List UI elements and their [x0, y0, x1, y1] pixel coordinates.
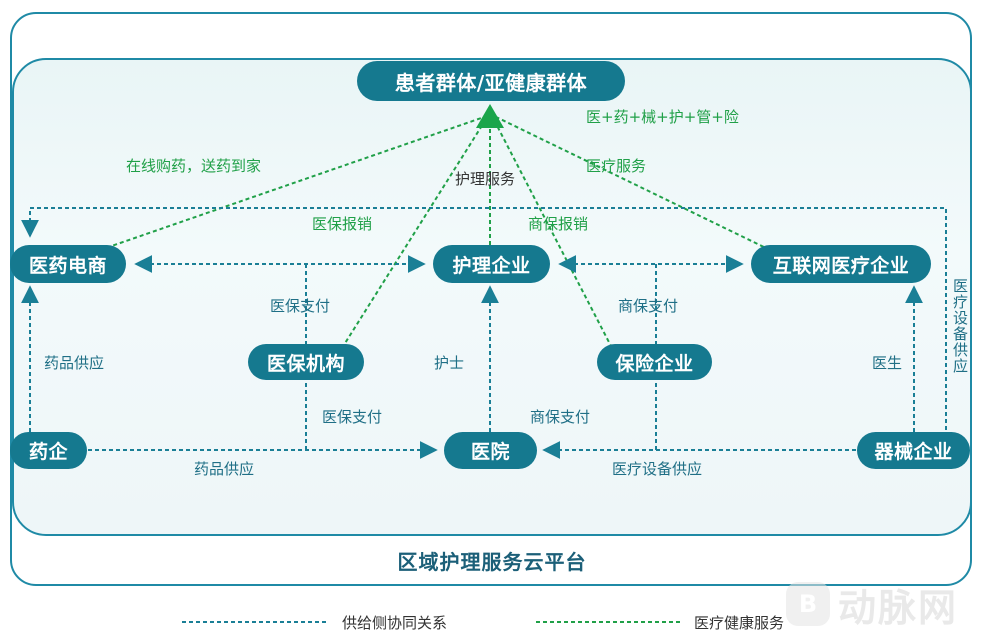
label-medical-service: 医疗服务 — [586, 157, 647, 175]
label-insurance-pay-bottom: 医保支付 — [322, 408, 383, 426]
label-device-supply-right: 医疗设备供应 — [951, 278, 969, 374]
watermark: B 动脉网 — [786, 576, 974, 632]
node-ecommerce: 医药电商 — [10, 245, 126, 283]
label-nursing-service: 护理服务 — [455, 170, 516, 188]
node-pharma: 药企 — [10, 432, 87, 469]
node-internet: 互联网医疗企业 — [751, 245, 931, 283]
legend-supply-label: 供给侧协同关系 — [342, 614, 448, 632]
link-insurer-patients — [491, 115, 613, 349]
node-device: 器械企业 — [857, 432, 970, 469]
label-online-purchase: 在线购药，送药到家 — [126, 157, 262, 175]
link-reimbursement-loop — [21, 207, 947, 430]
node-nursing: 护理企业 — [433, 245, 550, 283]
link-insurance-org-patients — [341, 115, 489, 349]
label-med-combo: 医+药+械+护+管+险 — [586, 108, 739, 126]
node-insurance-org: 医保机构 — [248, 344, 364, 380]
link-ecommerce-patients — [99, 114, 491, 251]
label-nurse: 护士 — [434, 354, 465, 372]
node-hospital: 医院 — [444, 432, 537, 469]
node-patients: 患者群体/亚健康群体 — [357, 61, 625, 101]
label-commercial-pay-bottom: 商保支付 — [530, 408, 591, 426]
node-insurer: 保险企业 — [597, 344, 712, 380]
label-doctor: 医生 — [872, 354, 903, 372]
patients-arrow-head — [476, 104, 504, 128]
watermark-text: 动脉网 — [838, 585, 959, 630]
link-internet-patients — [491, 114, 771, 251]
platform-title: 区域护理服务云平台 — [397, 550, 587, 574]
label-insurance-pay-top: 医保支付 — [270, 297, 331, 315]
label-drug-supply-bottom: 药品供应 — [194, 460, 255, 478]
label-drug-supply-left: 药品供应 — [44, 354, 105, 372]
label-commercial-pay-top: 商保支付 — [618, 297, 679, 315]
legend-health-label: 医疗健康服务 — [694, 614, 785, 632]
label-device-supply-bottom: 医疗设备供应 — [612, 460, 703, 478]
watermark-logo-icon: B — [786, 582, 830, 626]
label-insurance-reimb: 医保报销 — [312, 215, 373, 233]
label-commercial-reimb: 商保报销 — [528, 215, 589, 233]
